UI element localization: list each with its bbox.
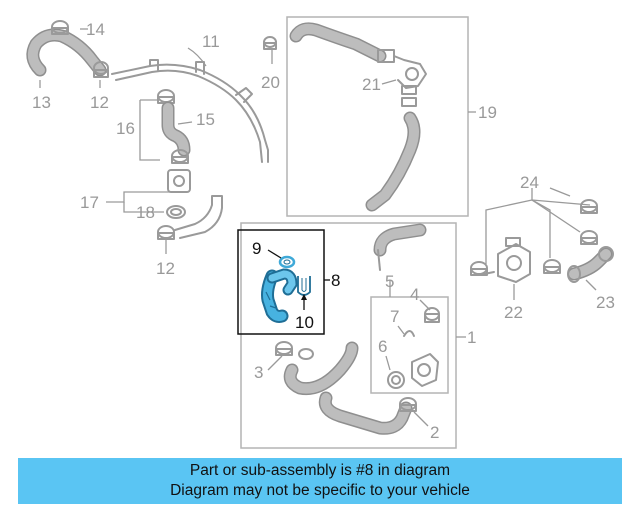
callout-labels: 14 13 12 11 16 15 17 18 12 20 21 19 24 2…: [32, 20, 615, 442]
clamp-24b-shape: [580, 230, 598, 245]
clamp-12-upper-shape: [93, 61, 109, 78]
callout-24: 24: [520, 173, 539, 192]
callout-18: 18: [136, 203, 155, 222]
callout-19: 19: [478, 103, 497, 122]
callout-6: 6: [378, 337, 387, 356]
hose-1-box: [240, 222, 466, 449]
clamp-16-lower-shape: [171, 149, 189, 164]
callout-14: 14: [86, 20, 105, 39]
callout-17: 17: [80, 193, 99, 212]
pump-22-shape: [483, 237, 531, 283]
callout-1: 1: [467, 328, 476, 347]
right-assembly: [470, 187, 614, 300]
banner-line-2: Diagram may not be specific to your vehi…: [170, 482, 470, 499]
banner-line-1: Part or sub-assembly is #8 in diagram: [189, 462, 451, 479]
clamp-24c-shape: [470, 261, 488, 276]
callout-15: 15: [196, 110, 215, 129]
callout-9: 9: [252, 239, 261, 258]
callout-3: 3: [254, 363, 263, 382]
callout-22: 22: [504, 303, 523, 322]
callout-20: 20: [261, 73, 280, 92]
clamp-24d-shape: [543, 259, 561, 274]
callout-7: 7: [390, 307, 399, 326]
clamp-2-shape: [399, 397, 417, 412]
clamp-20-shape: [263, 36, 277, 50]
callout-21: 21: [362, 75, 381, 94]
hose-8-shape: [261, 268, 298, 323]
clip-10-shape: [297, 276, 311, 296]
callout-4: 4: [410, 285, 419, 304]
clamp-14-shape: [51, 20, 69, 35]
part-8-box: [237, 229, 330, 335]
callout-8: 8: [331, 271, 340, 290]
callout-16: 16: [116, 119, 135, 138]
callout-5: 5: [385, 272, 394, 291]
callout-2: 2: [430, 423, 439, 442]
hose-23-shape: [567, 246, 614, 283]
clamp-24a-shape: [580, 199, 598, 214]
hose-19-box: [271, 16, 476, 217]
clamp-16-shape: [157, 89, 175, 104]
callout-11: 11: [202, 32, 220, 51]
callout-23: 23: [596, 293, 615, 312]
upper-left-assembly: [26, 20, 269, 254]
seal-9-shape: [278, 255, 296, 269]
clamp-3-shape: [275, 341, 293, 356]
clamp-12-lower-shape: [157, 225, 175, 240]
callout-13: 13: [32, 93, 51, 112]
callout-12-lower: 12: [156, 259, 175, 278]
callout-10: 10: [295, 313, 314, 332]
part-info-banner: Part or sub-assembly is #8 in diagram Di…: [18, 458, 622, 504]
callout-12-upper: 12: [90, 93, 109, 112]
parts-diagram: 14 13 12 11 16 15 17 18 12 20 21 19 24 2…: [26, 16, 615, 449]
